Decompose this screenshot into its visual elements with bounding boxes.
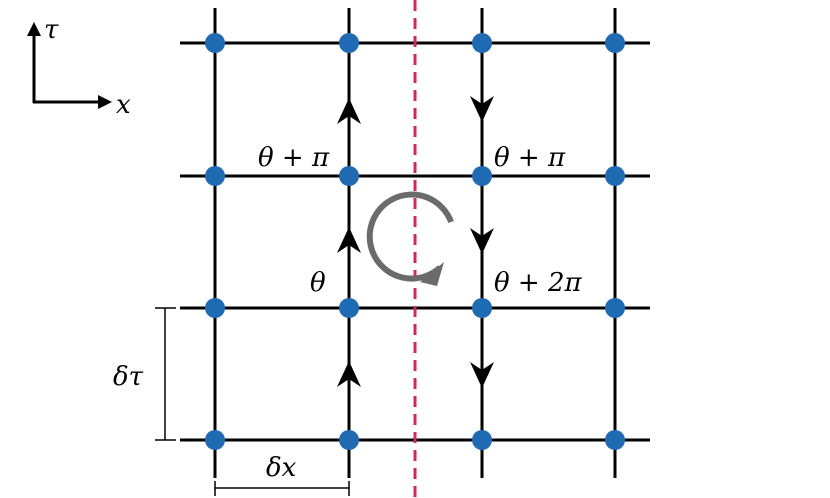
x-axis-label: x (116, 90, 131, 120)
up-arrowhead-icon (337, 227, 361, 253)
tau-axis-label: τ (44, 15, 59, 45)
downward-flow-arrows (470, 96, 494, 388)
phase-label-theta: θ (310, 268, 326, 298)
lattice-site (205, 298, 225, 318)
phase-label-theta-plus-pi-right: θ + π (494, 143, 566, 173)
down-arrowhead-icon (470, 228, 494, 254)
counterclockwise-circular-arrow-icon (366, 191, 454, 286)
tau-axis-arrowhead-icon (27, 22, 41, 36)
lattice-site (339, 166, 359, 186)
down-arrowhead-icon (470, 96, 494, 122)
lattice-sites (205, 33, 625, 450)
lattice-site (472, 33, 492, 53)
lattice-site (339, 33, 359, 53)
lattice-site (339, 298, 359, 318)
delta-x-bracket (214, 481, 350, 496)
x-axis-arrowhead-icon (98, 95, 112, 109)
lattice-site (472, 298, 492, 318)
phase-label-theta-plus-two-pi: θ + 2π (494, 268, 583, 298)
delta-tau-bracket (155, 307, 176, 441)
delta-tau-label: δτ (113, 362, 144, 392)
lattice-site (605, 298, 625, 318)
phase-label-theta-plus-pi-left: θ + π (258, 143, 330, 173)
delta-x-label: δx (266, 453, 297, 483)
upward-flow-arrows (337, 98, 361, 387)
lattice-site (472, 166, 492, 186)
coordinate-axes: τ x (27, 15, 131, 120)
lattice-site (205, 166, 225, 186)
lattice-site (205, 33, 225, 53)
lattice-site (205, 430, 225, 450)
up-arrowhead-icon (337, 98, 361, 124)
lattice-site (605, 33, 625, 53)
lattice-site (605, 166, 625, 186)
down-arrowhead-icon (470, 362, 494, 388)
lattice-site (339, 430, 359, 450)
lattice-site (605, 430, 625, 450)
up-arrowhead-icon (337, 361, 361, 387)
lattice-site (472, 430, 492, 450)
